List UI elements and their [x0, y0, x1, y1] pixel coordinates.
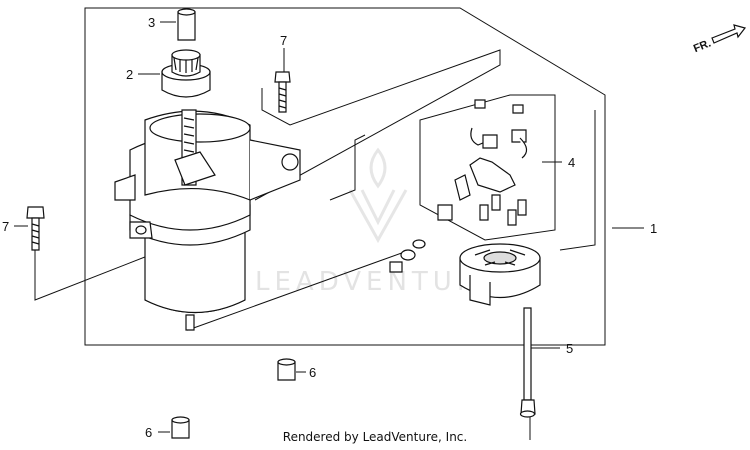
part-bolt-upper: [274, 71, 291, 113]
front-direction-indicator: FR.: [692, 24, 747, 55]
callout-6-upper: 6: [309, 365, 316, 380]
watermark-logo: [348, 147, 408, 244]
part-end-cover: [459, 243, 541, 306]
callout-7-left: 7: [2, 219, 9, 234]
callout-3: 3: [148, 15, 155, 30]
part-through-bolt: [519, 307, 536, 418]
part-pinion-gear: [161, 49, 211, 98]
render-credit: Rendered by LeadVenture, Inc.: [282, 430, 468, 444]
callout-1: 1: [650, 221, 657, 236]
front-direction-arrow-icon: [711, 24, 747, 44]
callout-5: 5: [566, 341, 573, 356]
part-sleeve: [177, 8, 196, 41]
part-bolt-left: [26, 206, 45, 251]
callout-4: 4: [568, 155, 575, 170]
part-collar-lower: [171, 416, 190, 439]
front-direction-label: FR.: [692, 37, 713, 55]
part-starter-motor: [114, 109, 301, 331]
leader-lines: [14, 21, 644, 433]
part-nuts: [389, 239, 426, 273]
callout-2: 2: [126, 67, 133, 82]
watermark-text: LEADVENTURE: [255, 267, 501, 297]
callouts: 3 2 7 7 4 1 5 6 6: [2, 15, 657, 440]
assembly-boundary: [84, 7, 606, 346]
part-collar-upper: [277, 358, 296, 381]
callout-7-upper: 7: [280, 33, 287, 48]
watermark: LEADVENTURE: [255, 147, 501, 297]
callout-6-lower: 6: [145, 425, 152, 440]
part-brush-kit: [419, 94, 556, 241]
